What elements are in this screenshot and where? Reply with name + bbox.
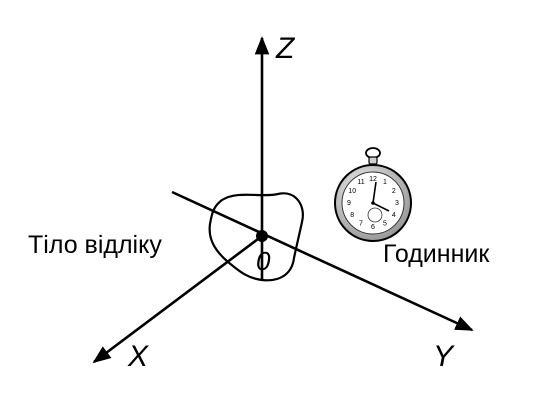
origin-point (256, 230, 268, 242)
reference-body-label: Тіло відліку (28, 231, 162, 259)
z-axis-label: Z (275, 32, 296, 65)
dial-number: 12 (369, 176, 377, 183)
dial-number: 4 (392, 212, 396, 219)
reference-body-shape (208, 192, 304, 282)
dial-number: 5 (383, 221, 387, 228)
clock-label: Годинник (383, 240, 490, 268)
origin-label: 0 (256, 246, 271, 276)
dial-number: 8 (350, 212, 354, 219)
dial-number: 6 (371, 224, 375, 231)
x-axis (92, 234, 263, 364)
dial-number: 11 (357, 179, 364, 186)
y-axis (171, 190, 474, 332)
y-axis-label: Y (433, 340, 455, 373)
dial-number: 7 (359, 221, 363, 228)
dial-number: 1 (383, 179, 387, 186)
dial-number: 2 (392, 188, 396, 195)
x-axis-label: X (127, 340, 149, 373)
dial-number: 10 (348, 188, 356, 195)
dial-number: 3 (395, 200, 399, 207)
dial-number: 9 (347, 200, 351, 207)
